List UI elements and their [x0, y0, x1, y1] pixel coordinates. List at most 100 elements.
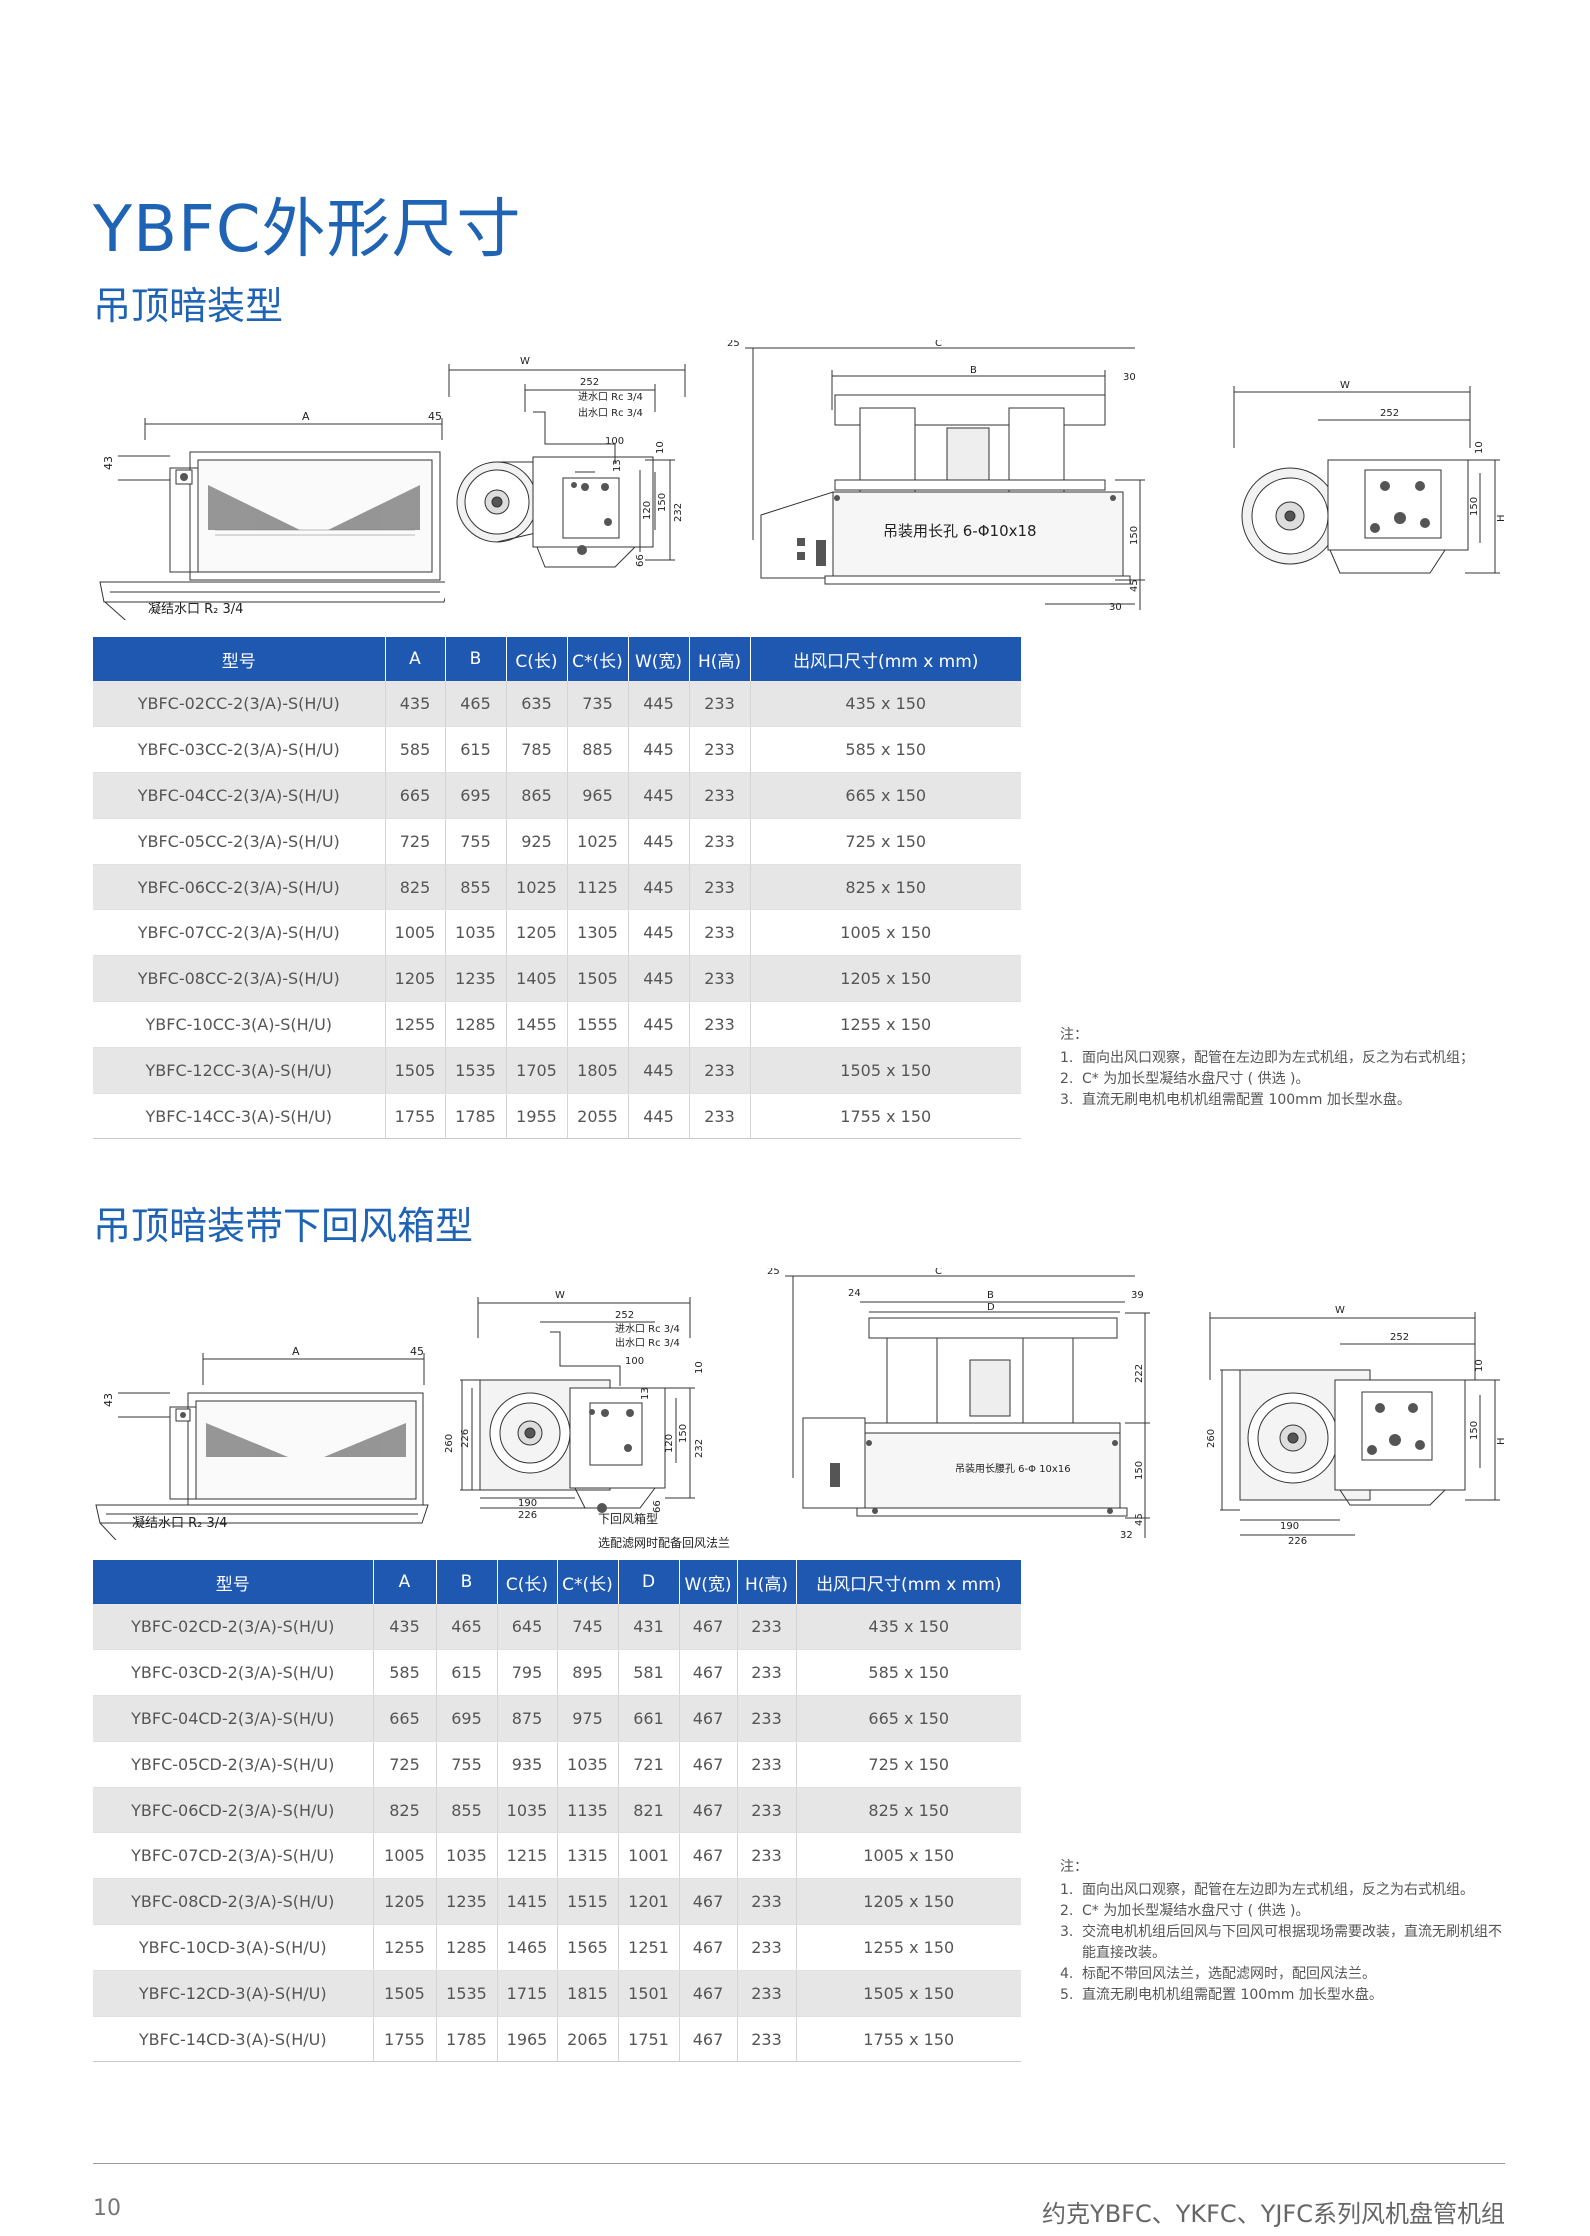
section1-notes: 注： 1.面向出风口观察，配管在左边即为左式机组，反之为右式机组；2.C* 为加…: [1060, 1025, 1510, 1111]
table-cell: 233: [737, 1695, 797, 1742]
section1-title: 吊顶暗装型: [93, 284, 284, 328]
table-cell: 233: [689, 818, 751, 865]
note-number: 2.: [1060, 1071, 1074, 1087]
table-cell: 1815: [557, 1970, 619, 2017]
s1-dim-45b: 45: [1129, 579, 1140, 592]
table-cell: 1505 x 150: [750, 1047, 1021, 1094]
table-cell: YBFC-10CD-3(A)-S(H/U): [93, 1924, 374, 1971]
table-cell: 695: [436, 1695, 498, 1742]
note-item: 1.面向出风口观察，配管在左边即为左式机组，反之为右式机组。: [1060, 1880, 1510, 1901]
table-cell: 467: [679, 1787, 738, 1834]
table-cell: 445: [628, 818, 690, 865]
table-cell: 1955: [506, 1093, 568, 1140]
table-cell: 1215: [497, 1832, 558, 1880]
s2-condensate-label: 凝结水口 R₂ 3/4: [132, 1512, 332, 1532]
table-cell: 1715: [497, 1970, 558, 2017]
table-cell: 1255: [373, 1924, 437, 1971]
table-cell: 467: [679, 1649, 738, 1697]
s2-dim-226c: 226: [1288, 1536, 1307, 1545]
table-header-cell: W(宽): [628, 637, 690, 681]
s2-dim-45: 45: [410, 1345, 424, 1358]
note-item: 2.C* 为加长型凝结水盘尺寸 ( 供选 )。: [1060, 1901, 1510, 1922]
table-cell: 233: [737, 1741, 797, 1788]
table-cell: 795: [497, 1649, 558, 1697]
table-header-cell: A: [373, 1560, 437, 1604]
notes-title: 注：: [1060, 1027, 1088, 1043]
table-cell: 233: [689, 1093, 751, 1140]
note-item: 3.交流电机机组后回风与下回风可根据现场需要改装，直流无刷机组不能直接改装。: [1060, 1922, 1510, 1964]
table-cell: YBFC-08CC-2(3/A)-S(H/U): [93, 955, 386, 1003]
s2-dim-13: 13: [640, 1387, 651, 1400]
footer-title: 约克YBFC、YKFC、YJFC系列风机盘管机组: [1042, 2200, 1505, 2228]
table-header-cell: 型号: [93, 637, 386, 681]
table-cell: 695: [445, 772, 507, 819]
table-cell: 1255: [385, 1001, 446, 1048]
s2-filter-label: 选配滤网时配备回风法兰: [598, 1532, 798, 1552]
s1-dim-30: 30: [1123, 372, 1136, 383]
s1-dim-30b: 30: [1109, 602, 1122, 613]
s1-dim-10b: 10: [1474, 441, 1485, 454]
table-cell: YBFC-05CC-2(3/A)-S(H/U): [93, 818, 386, 865]
table-cell: 965: [567, 772, 629, 819]
s2-dim-32: 32: [1120, 1530, 1133, 1541]
s1-dim-a: A: [302, 410, 310, 423]
s1-dim-120: 120: [642, 501, 653, 520]
notes-title: 注：: [1060, 1859, 1088, 1875]
s2-dim-222: 222: [1134, 1364, 1145, 1383]
s2-hang-hole: 吊装用长腰孔 6-Φ 10x16: [955, 1462, 1071, 1475]
table-cell: 1805: [567, 1047, 629, 1094]
s2-filter-text: 选配滤网时配备回风法兰: [598, 1536, 731, 1550]
table-cell: 233: [689, 864, 751, 911]
table-cell: 233: [737, 1878, 797, 1926]
table-cell: 1535: [445, 1047, 507, 1094]
s1-water-out: 出水口 Rc 3/4: [578, 406, 643, 419]
table-cell: 445: [628, 772, 690, 819]
table-cell: YBFC-06CC-2(3/A)-S(H/U): [93, 864, 386, 911]
table-cell: 1705: [506, 1047, 568, 1094]
s2-dim-25: 25: [767, 1268, 780, 1277]
table-cell: YBFC-10CC-3(A)-S(H/U): [93, 1001, 386, 1048]
table-cell: YBFC-14CD-3(A)-S(H/U): [93, 2016, 374, 2063]
page-number: 10: [93, 2196, 121, 2221]
table-cell: 435: [373, 1604, 437, 1651]
table-cell: 1035: [557, 1741, 619, 1788]
s1-dim-150b: 150: [1129, 526, 1140, 545]
table-cell: 1205 x 150: [750, 955, 1021, 1003]
s2-dim-226: 226: [460, 1429, 471, 1448]
table-cell: 435 x 150: [750, 681, 1021, 728]
table-cell: 1005 x 150: [750, 909, 1021, 957]
table-cell: 875: [497, 1695, 558, 1742]
table-cell: YBFC-04CC-2(3/A)-S(H/U): [93, 772, 386, 819]
table-cell: 725: [385, 818, 446, 865]
table-cell: 1001: [618, 1832, 680, 1880]
table-cell: 665 x 150: [750, 772, 1021, 819]
s1-dim-w2: W: [1340, 380, 1350, 391]
table-cell: 665: [385, 772, 446, 819]
s1-dim-45: 45: [428, 410, 442, 423]
s1-dim-43: 43: [102, 456, 115, 470]
table-cell: 665: [373, 1695, 437, 1742]
table-header-cell: D: [618, 1560, 680, 1604]
table-cell: 581: [618, 1649, 680, 1697]
table-cell: 467: [679, 1695, 738, 1742]
table-cell: 467: [679, 1970, 738, 2017]
table-cell: YBFC-12CD-3(A)-S(H/U): [93, 1970, 374, 2017]
table-cell: YBFC-03CC-2(3/A)-S(H/U): [93, 726, 386, 774]
note-text: 面向出风口观察，配管在左边即为左式机组，反之为右式机组。: [1082, 1882, 1474, 1898]
s2-drawing-front: 25 24 C B D 39 222 吊装用长腰孔 6-Φ 10x16 150 …: [765, 1268, 1160, 1543]
note-item: 1.面向出风口观察，配管在左边即为左式机组，反之为右式机组；: [1060, 1048, 1510, 1069]
table-cell: 431: [618, 1604, 680, 1651]
table-cell: 233: [737, 1787, 797, 1834]
s1-dim-150c: 150: [1469, 497, 1480, 516]
s1-drawing-end2: W 252 10 150 H: [1230, 378, 1510, 588]
table-cell: 1315: [557, 1832, 619, 1880]
table-cell: 1565: [557, 1924, 619, 1971]
s1-dim-150: 150: [657, 493, 668, 512]
table-header-cell: B: [445, 637, 507, 681]
